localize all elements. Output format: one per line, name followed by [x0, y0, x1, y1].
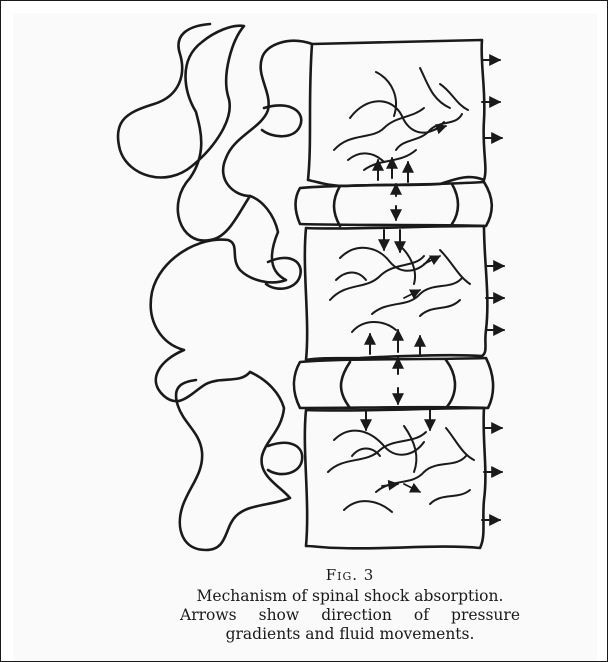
figure-label: Fig. 3: [180, 566, 520, 585]
caption-line-2: Arrows show direction of pressure: [180, 606, 520, 625]
intervertebral-disc-lower: [294, 358, 493, 408]
trabeculae-lower: [328, 426, 474, 512]
trabeculae-middle: [330, 244, 470, 332]
caption-line-1: Mechanism of spinal shock absorption.: [180, 587, 520, 606]
facet-knob-lower: [268, 443, 302, 474]
posterior-arch-outline: [118, 24, 312, 241]
posterior-arch-middle: [151, 196, 286, 401]
intervertebral-disc-upper: [296, 182, 492, 226]
posterior-arch-lower: [176, 372, 290, 550]
caption-line-3: gradients and fluid movements.: [180, 625, 520, 644]
vertebral-body-lower: [305, 408, 486, 548]
vertebral-body-middle: [305, 226, 488, 360]
vertebral-body-upper: [308, 40, 485, 186]
trabeculae-upper: [334, 68, 468, 170]
figure-caption: Fig. 3 Mechanism of spinal shock absorpt…: [180, 566, 520, 644]
